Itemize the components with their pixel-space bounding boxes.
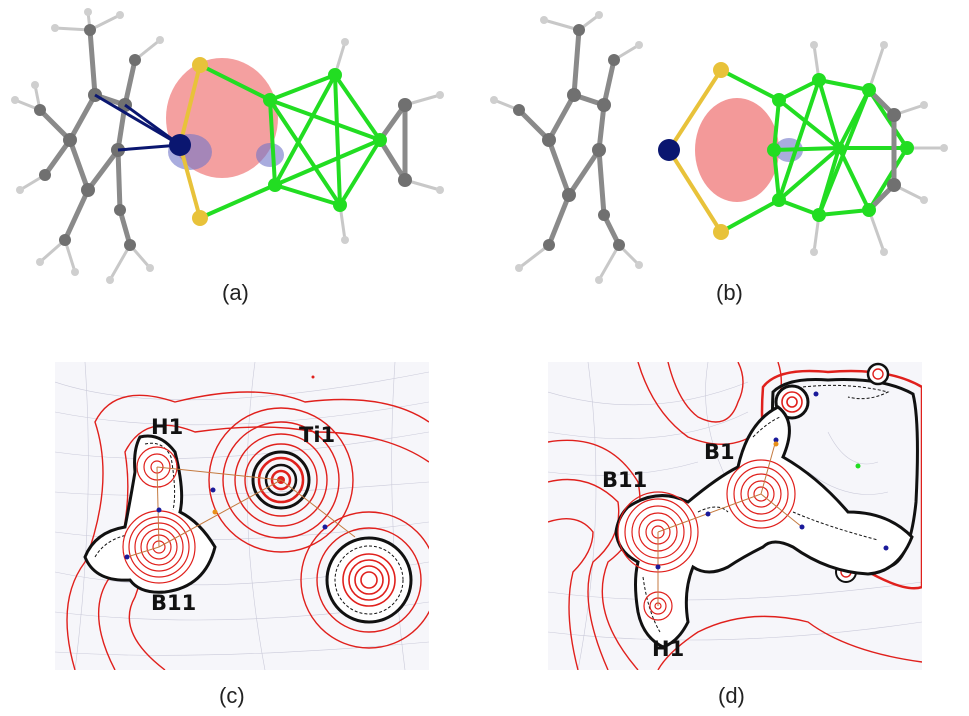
carbon-atoms-a — [34, 24, 141, 251]
label-b11-d: B11 — [602, 468, 647, 492]
sulfur-shells-c — [325, 536, 413, 624]
label-ti1-c: Ti1 — [299, 423, 335, 447]
caption-d: (d) — [718, 683, 745, 708]
label-b1-d: B1 — [704, 440, 735, 464]
hydrogen-atoms-a — [11, 8, 164, 284]
carborane-cage-a — [199, 63, 382, 220]
caption-c: (c) — [219, 683, 245, 708]
sulfur-atom-a2 — [192, 210, 208, 226]
label-h1-d: H1 — [652, 637, 684, 661]
contour-plot-c: H1 Ti1 B11 — [55, 362, 429, 670]
label-b11-c: B11 — [151, 591, 196, 615]
sulfur-atom-b1 — [713, 62, 729, 78]
caption-b: (b) — [716, 280, 743, 305]
titanium-atom-a — [169, 134, 191, 156]
molecule-panel-a — [11, 8, 444, 284]
hydrogen-bonds-a — [13, 10, 162, 282]
titanium-atom-b — [658, 139, 680, 161]
gradient-field-lines-d — [548, 362, 922, 670]
contour-plot-d: B1 B11 H1 — [548, 362, 922, 670]
orbital-lobe-negative-a2 — [256, 143, 284, 167]
molecule-panel-b — [490, 11, 948, 284]
sulfur-atom-a1 — [192, 57, 208, 73]
label-h1-c: H1 — [151, 415, 183, 439]
sulfur-atom-b2 — [713, 224, 729, 240]
orbital-lobe-positive-b — [695, 98, 779, 202]
carborane-cage-b — [720, 68, 909, 234]
caption-a: (a) — [222, 280, 249, 305]
